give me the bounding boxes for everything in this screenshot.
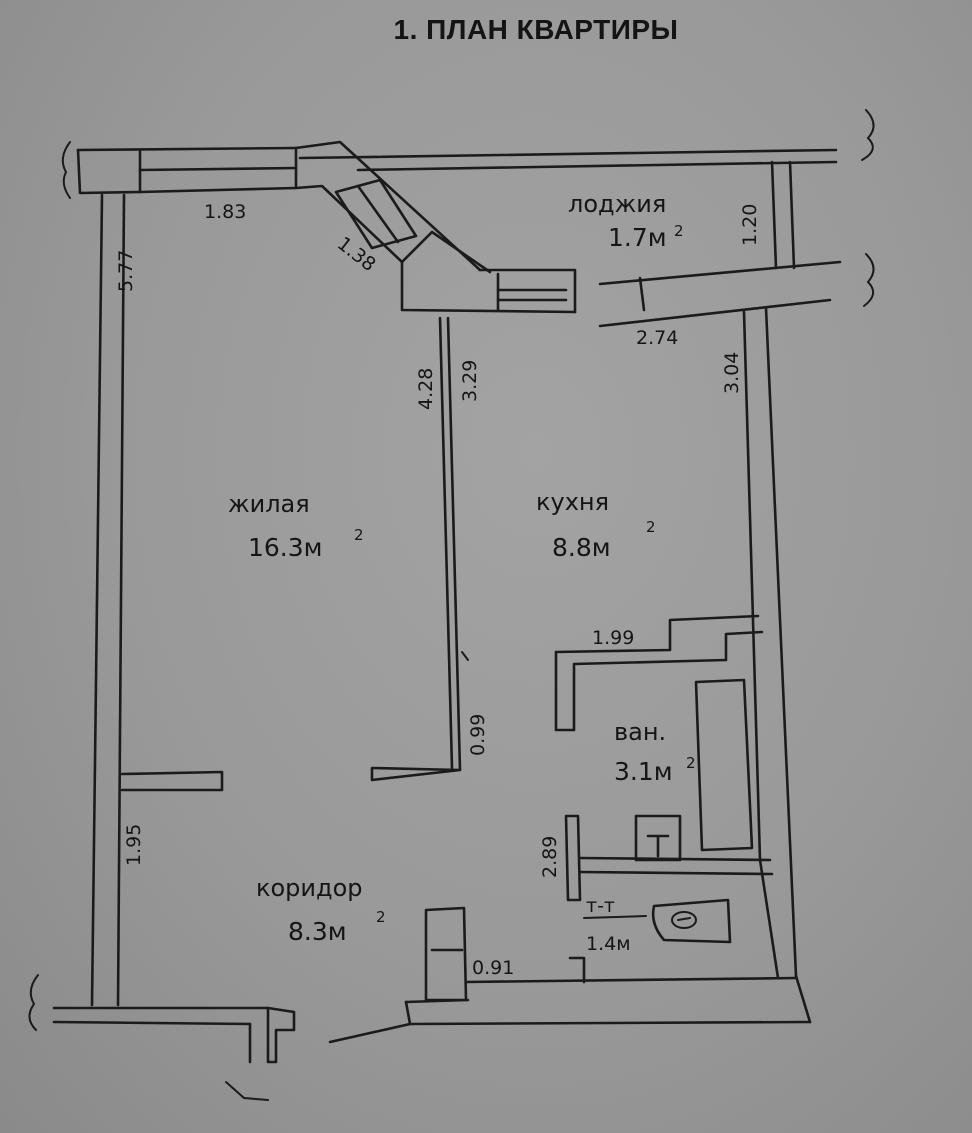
dim-top-left-wall: 1.83 bbox=[204, 201, 246, 223]
loggia-outer-wall bbox=[298, 109, 875, 270]
dim-living-right: 4.28 bbox=[415, 368, 437, 410]
plan-title: 1. ПЛАН КВАРТИРЫ bbox=[393, 14, 679, 45]
bathroom-name: ван. bbox=[614, 718, 666, 746]
dim-bath-top: 1.99 bbox=[592, 627, 634, 649]
living-room-name: жилая bbox=[228, 490, 310, 518]
loggia-area-unit: 2 bbox=[674, 222, 684, 240]
wall-break-mark-bottom-left bbox=[28, 974, 39, 1031]
bathroom-area-unit: 2 bbox=[686, 754, 696, 772]
toilet-name: т-т bbox=[586, 895, 615, 917]
toilet-area: 1.4м bbox=[586, 933, 631, 955]
loggia-area: 1.7м bbox=[608, 223, 667, 252]
corridor-bottom-walls bbox=[328, 906, 812, 1044]
dim-left-wall: 5.77 bbox=[115, 250, 137, 292]
living-kitchen-partition bbox=[370, 316, 469, 782]
toilet-label-underline bbox=[583, 915, 647, 919]
bathroom-area: 3.1м bbox=[614, 757, 673, 786]
wall-break-mark-top-left bbox=[61, 141, 71, 199]
corridor-name: коридор bbox=[256, 874, 363, 902]
dim-kitchen-left: 3.29 bbox=[459, 360, 481, 402]
dim-door-width: 0.99 bbox=[467, 714, 489, 756]
living-room-area: 16.3м bbox=[248, 533, 323, 562]
dim-angled-wall: 1.38 bbox=[333, 233, 380, 276]
dim-kitchen-top: 2.74 bbox=[636, 327, 678, 349]
dim-toilet-width: 0.91 bbox=[472, 957, 514, 979]
living-room-area-unit: 2 bbox=[354, 526, 364, 544]
corridor-stub-wall bbox=[120, 770, 224, 792]
kitchen-name: кухня bbox=[536, 488, 609, 516]
top-wall-left-segment bbox=[76, 146, 298, 194]
right-outer-wall bbox=[742, 306, 812, 1024]
entrance-walls bbox=[52, 1006, 296, 1101]
corridor-area-unit: 2 bbox=[376, 908, 386, 926]
corridor-area: 8.3м bbox=[288, 917, 347, 946]
bathroom-walls bbox=[554, 614, 774, 984]
dim-corridor-left: 1.95 bbox=[123, 824, 145, 866]
kitchen-top-wall bbox=[598, 253, 875, 328]
dim-kitchen-right: 3.04 bbox=[721, 352, 743, 394]
left-outer-wall bbox=[76, 148, 142, 1007]
angled-wall bbox=[294, 140, 577, 314]
kitchen-area-unit: 2 bbox=[646, 518, 656, 536]
dim-toilet-height: 2.89 bbox=[539, 836, 561, 878]
dim-loggia-width: 1.20 bbox=[739, 204, 761, 246]
loggia-name: лоджия bbox=[568, 190, 666, 218]
kitchen-area: 8.8м bbox=[552, 533, 611, 562]
